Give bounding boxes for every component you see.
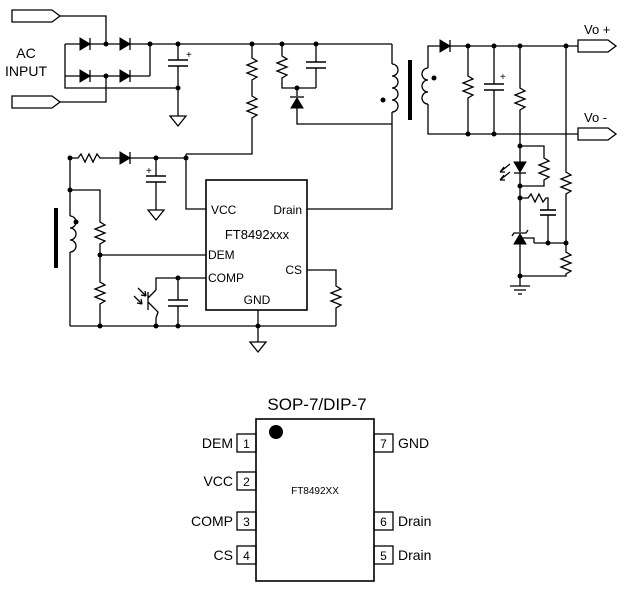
output-rectifier-diode — [439, 39, 451, 53]
ac-input-section: AC INPUT — [5, 9, 392, 155]
pin-number: 2 — [243, 475, 250, 489]
ic-pin-vcc: VCC — [211, 203, 237, 217]
ic-pin-cs: CS — [285, 263, 302, 277]
ground-symbol-input — [168, 115, 188, 128]
pin-number: 7 — [380, 437, 387, 451]
package-pin-6: 6 Drain — [373, 511, 431, 531]
package-pin-7: 7 GND — [373, 433, 429, 453]
package-pin-5: 5 Drain — [373, 545, 431, 565]
ic-pin-gnd: GND — [244, 293, 271, 307]
output-capacitor: + — [484, 46, 506, 134]
pin-name: DEM — [202, 435, 233, 451]
pin1-marker — [269, 425, 283, 439]
ic-part-name: FT8492xxx — [225, 227, 290, 242]
package-pin-4: 4 CS — [214, 545, 257, 565]
vo-minus-label: Vo - — [584, 110, 607, 125]
ac-input-terminal-bottom — [11, 95, 62, 109]
ic-pin-comp: COMP — [208, 271, 244, 285]
bridge-diode-2 — [119, 37, 131, 51]
secondary-winding — [421, 67, 429, 105]
bulk-cap-polarity: + — [186, 50, 192, 61]
bridge-diode-1 — [79, 37, 91, 51]
ground-symbol-output — [510, 285, 530, 295]
tl431-shunt-regulator — [511, 198, 535, 272]
pin-number: 1 — [243, 437, 250, 451]
package-pin-1: 1 DEM — [202, 433, 257, 453]
controller-ic: VCC Drain FT8492xxx DEM CS COMP GND — [205, 179, 308, 311]
output-section: + — [439, 22, 618, 295]
ac-input-label-line2: INPUT — [5, 63, 47, 79]
startup-resistor — [186, 44, 259, 155]
ic-pin-drain: Drain — [273, 203, 302, 217]
rcd-snubber — [275, 44, 392, 125]
package-pin-2: 2 VCC — [203, 471, 257, 491]
package-pin-3: 3 COMP — [191, 511, 257, 531]
pin-name: GND — [398, 435, 429, 451]
vo-plus-terminal — [577, 39, 618, 53]
vo-plus-label: Vo + — [584, 22, 610, 37]
pin-number: 6 — [380, 515, 387, 529]
auxiliary-section: + — [54, 151, 343, 354]
package-pinout: SOP-7/DIP-7 FT8492XX 1 DEM 2 VCC 3 COMP … — [191, 395, 431, 582]
pin-name: Drain — [398, 547, 431, 563]
vcc-diode — [119, 151, 131, 165]
pin-name: VCC — [203, 473, 233, 489]
bridge-diode-3 — [79, 69, 91, 83]
pin-number: 5 — [380, 549, 387, 563]
package-part-name: FT8492XX — [291, 486, 339, 497]
pin-name: CS — [214, 547, 233, 563]
package-title: SOP-7/DIP-7 — [267, 395, 366, 414]
bulk-capacitor: + — [168, 44, 192, 116]
pin-name: COMP — [191, 513, 233, 529]
vcc-cap-polarity: + — [146, 166, 152, 177]
bridge-diode-4 — [119, 69, 131, 83]
pin-number: 3 — [243, 515, 250, 529]
vo-minus-terminal — [577, 127, 618, 141]
primary-winding — [391, 63, 399, 113]
ac-input-terminal-top — [11, 9, 62, 23]
transformer — [307, 44, 578, 210]
ic-pin-dem: DEM — [208, 248, 235, 262]
pin-name: Drain — [398, 513, 431, 529]
optocoupler-led — [499, 161, 527, 181]
pin-number: 4 — [243, 549, 250, 563]
vcc-capacitor: + — [146, 158, 166, 222]
output-cap-polarity: + — [500, 72, 506, 83]
ac-input-label-line1: AC — [16, 45, 35, 61]
opto-transistor — [133, 287, 159, 319]
